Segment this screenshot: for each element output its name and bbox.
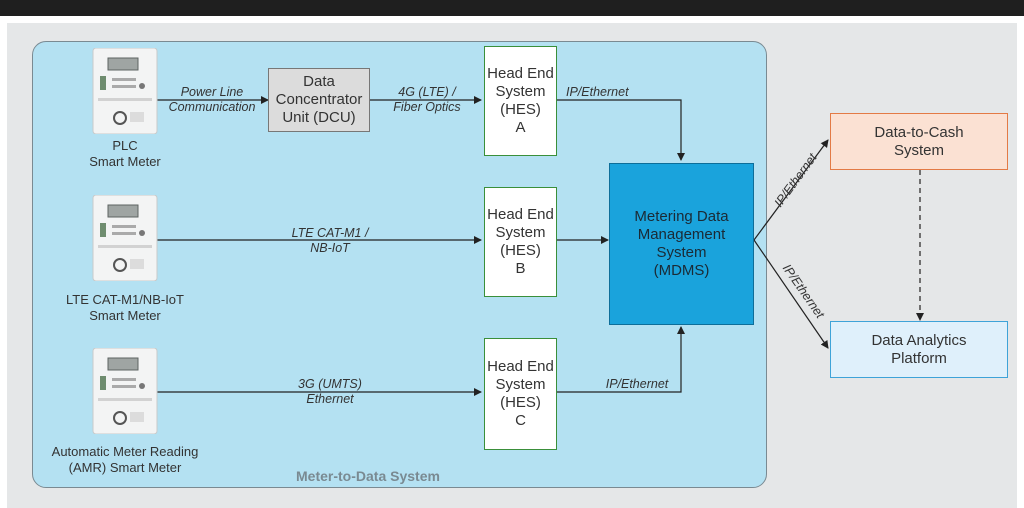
top-bar: [0, 0, 1024, 16]
data-to-cash-box: Data-to-Cash System: [830, 113, 1008, 170]
amr-smart-meter-icon: [92, 348, 158, 434]
lte-smart-meter-icon: [92, 195, 158, 281]
label-ip-ethernet-a: IP/Ethernet: [566, 85, 629, 99]
amr-meter-label: Automatic Meter Reading (AMR) Smart Mete…: [51, 444, 199, 475]
label-power-line: Power Line Communication: [168, 85, 256, 114]
dcu-box: Data Concentrator Unit (DCU): [268, 68, 370, 132]
edge-hes-a-mdms: [557, 99, 685, 161]
hes-b-box: Head End System (HES) B: [484, 187, 557, 297]
edge-mdms-d2c: [753, 139, 829, 241]
hes-c-box: Head End System (HES) C: [484, 338, 557, 450]
region-title: Meter-to-Data System: [296, 468, 440, 484]
plc-meter-label: PLC Smart Meter: [89, 138, 161, 169]
data-analytics-box: Data Analytics Platform: [830, 321, 1008, 378]
edge-mdms-dap: [753, 239, 829, 349]
label-3g-ethernet: 3G (UMTS) Ethernet: [298, 377, 362, 406]
label-4g-fiber: 4G (LTE) / Fiber Optics: [393, 85, 461, 114]
hes-a-box: Head End System (HES) A: [484, 46, 557, 156]
plc-smart-meter-icon: [92, 48, 158, 134]
label-ip-ethernet-c: IP/Ethernet: [605, 377, 669, 391]
label-lte-nbiot: LTE CAT-M1 / NB-IoT: [291, 226, 369, 255]
lte-meter-label: LTE CAT-M1/NB-IoT Smart Meter: [66, 292, 184, 323]
edge-hes-c-mdms: [557, 326, 685, 393]
mdms-box: Metering Data Management System (MDMS): [609, 163, 754, 325]
